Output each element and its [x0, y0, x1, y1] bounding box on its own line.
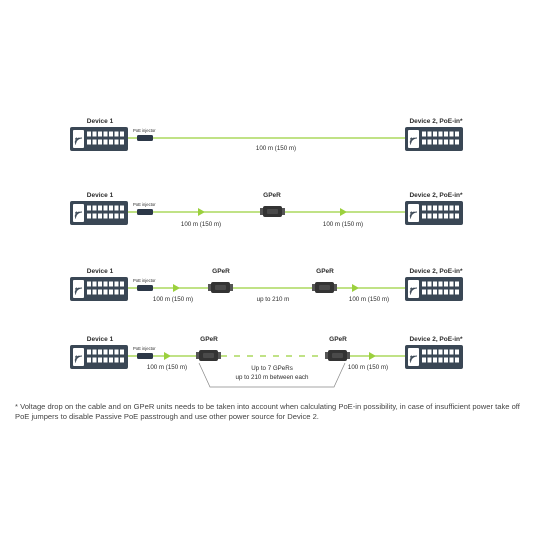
poe-injector-icon: [137, 135, 153, 141]
switch-icon: [404, 276, 464, 302]
poe-injector-label: PoE injector: [133, 346, 156, 351]
triangle-right-icon: [352, 284, 359, 292]
gper-icon: [260, 206, 285, 217]
cable-length-label: 100 m (150 m): [147, 364, 187, 371]
switch-icon: [404, 126, 464, 152]
device-2-label: Device 2, PoE-in*: [409, 336, 463, 343]
gper-label: GPeR: [212, 268, 230, 275]
switch-icon: [404, 200, 464, 226]
row-gper-chain: Device 1 Device 2, PoE-in* PoE injector …: [69, 336, 464, 388]
gper-icon: [325, 350, 350, 361]
poe-injector-icon: [137, 209, 153, 215]
cable-length-label: 100 m (150 m): [181, 221, 221, 228]
cable-length-label: 100 m (150 m): [348, 364, 388, 371]
switch-icon: [69, 276, 129, 302]
device-1-label: Device 1: [87, 268, 114, 275]
chain-note-line-1: Up to 7 GPeRs: [251, 365, 293, 372]
poe-injector-label: PoE injector: [133, 278, 156, 283]
poe-injector-label: PoE injector: [133, 128, 156, 133]
gper-icon: [208, 282, 233, 293]
switch-icon: [404, 344, 464, 370]
switch-icon: [69, 200, 129, 226]
footnote: * Voltage drop on the cable and on GPeR …: [15, 402, 520, 421]
gper-label: GPeR: [316, 268, 334, 275]
triangle-right-icon: [164, 352, 171, 360]
device-1-label: Device 1: [87, 118, 114, 125]
poe-injector-label: PoE injector: [133, 202, 156, 207]
device-2-label: Device 2, PoE-in*: [409, 268, 463, 275]
gper-label: GPeR: [263, 192, 281, 199]
device-1-label: Device 1: [87, 192, 114, 199]
triangle-right-icon: [173, 284, 180, 292]
cable-length-label: up to 210 m: [257, 296, 290, 303]
cable-length-label: 100 m (150 m): [349, 296, 389, 303]
chain-note-line-2: up to 210 m between each: [236, 374, 309, 381]
triangle-right-icon: [369, 352, 376, 360]
gper-icon: [312, 282, 337, 293]
device-1-label: Device 1: [87, 336, 114, 343]
row-one-gper: Device 1 Device 2, PoE-in* PoE injector …: [69, 192, 464, 228]
row-direct: Device 1 Device 2, PoE-in* PoE injector …: [69, 118, 464, 152]
switch-icon: [69, 344, 129, 370]
poe-injector-icon: [137, 285, 153, 291]
triangle-right-icon: [340, 208, 347, 216]
cable-length-label: 100 m (150 m): [323, 221, 363, 228]
cable-length-label: 100 m (150 m): [153, 296, 193, 303]
triangle-right-icon: [198, 208, 205, 216]
gper-icon: [196, 350, 221, 361]
cable-length-label: 100 m (150 m): [256, 145, 296, 152]
chain-bracket: [198, 362, 346, 388]
gper-label: GPeR: [329, 336, 347, 343]
device-2-label: Device 2, PoE-in*: [409, 192, 463, 199]
gper-label: GPeR: [200, 336, 218, 343]
device-2-label: Device 2, PoE-in*: [409, 118, 463, 125]
switch-icon: [69, 126, 129, 152]
row-two-gpers: Device 1 Device 2, PoE-in* PoE injector …: [69, 268, 464, 303]
poe-injector-icon: [137, 353, 153, 359]
